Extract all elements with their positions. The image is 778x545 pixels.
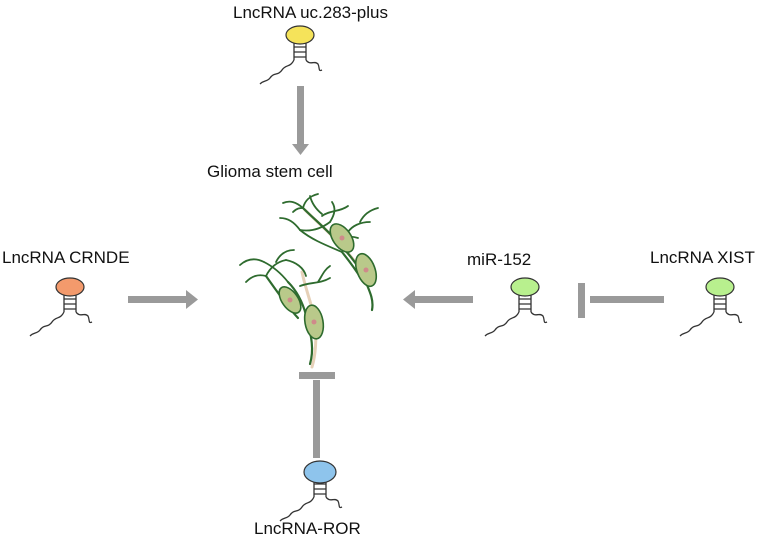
edge-uc283-to-glioma <box>292 86 309 155</box>
loop-mir152 <box>510 277 540 297</box>
label-uc283: LncRNA uc.283-plus <box>233 3 388 22</box>
label-crnde: LncRNA CRNDE <box>2 248 130 267</box>
glioma-stem-cells-illustration <box>239 193 379 369</box>
hairpin-crnde <box>29 277 93 337</box>
cell-body-2 <box>354 252 378 288</box>
label-glioma-stem-cell: Glioma stem cell <box>207 162 333 181</box>
label-mir152: miR-152 <box>467 250 532 269</box>
hairpin-uc283 <box>259 25 323 85</box>
hairpin-ror <box>279 460 343 522</box>
loop-uc283 <box>285 25 315 45</box>
cell-body-3 <box>278 286 302 314</box>
loop-crnde <box>55 277 85 297</box>
label-ror: LncRNA-ROR <box>254 519 361 538</box>
label-xist: LncRNA XIST <box>650 248 755 267</box>
dendrites-left <box>239 249 331 287</box>
loop-ror <box>303 460 337 484</box>
edge-mir152-to-glioma <box>403 290 473 309</box>
hairpin-xist <box>679 277 743 337</box>
edge-crnde-to-glioma <box>128 290 198 309</box>
cell-body-4 <box>303 304 325 340</box>
inhibit-ror-to-glioma <box>299 372 335 458</box>
dendrites-upper <box>279 193 379 253</box>
hairpin-mir152 <box>484 277 548 337</box>
cell-body-1 <box>329 223 355 253</box>
loop-xist <box>705 277 735 297</box>
inhibit-xist-to-mir152 <box>578 283 664 318</box>
